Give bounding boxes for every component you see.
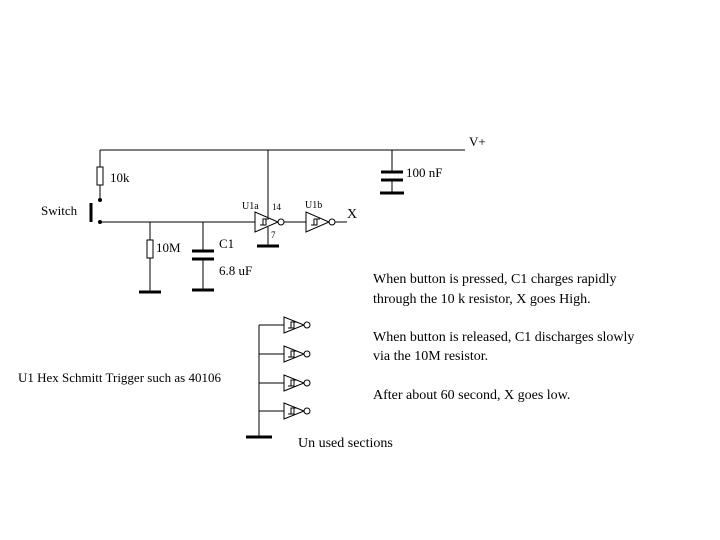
pin14-label: 14 xyxy=(272,202,282,212)
vplus-label: V+ xyxy=(469,134,486,149)
output-label: X xyxy=(347,207,357,222)
c1-label: C1 xyxy=(219,236,234,251)
footnote-label: U1 Hex Schmitt Trigger such as 40106 xyxy=(18,370,221,385)
note-2-line-1: When button is released, C1 discharges s… xyxy=(373,330,634,345)
note-2-line-2: via the 10M resistor. xyxy=(373,349,488,364)
note-1-line-1: When button is pressed, C1 charges rapid… xyxy=(373,272,617,287)
u1b-label: U1b xyxy=(305,200,322,211)
unused-sections xyxy=(246,316,311,439)
gate-u1b xyxy=(305,211,336,233)
cap-100nf xyxy=(380,150,404,195)
u1a-label: U1a xyxy=(242,201,259,212)
pin7-ground xyxy=(257,227,279,248)
resistor-10m xyxy=(139,222,161,294)
pin7-label: 7 xyxy=(271,230,276,240)
capacitor-c1 xyxy=(192,222,214,292)
switch xyxy=(89,203,102,224)
gate-u1a xyxy=(254,211,285,233)
cap-100nf-label: 100 nF xyxy=(406,165,442,180)
resistor-10k xyxy=(96,150,104,202)
c1-value-label: 6.8 uF xyxy=(219,263,252,278)
switch-label: Switch xyxy=(41,203,78,218)
resistor-10m-label: 10M xyxy=(156,240,181,255)
note-1-line-2: through the 10 k resistor, X goes High. xyxy=(373,292,591,307)
note-3-line-1: After about 60 second, X goes low. xyxy=(373,388,570,403)
unused-sections-label: Un used sections xyxy=(298,436,393,451)
resistor-10k-label: 10k xyxy=(110,170,130,185)
